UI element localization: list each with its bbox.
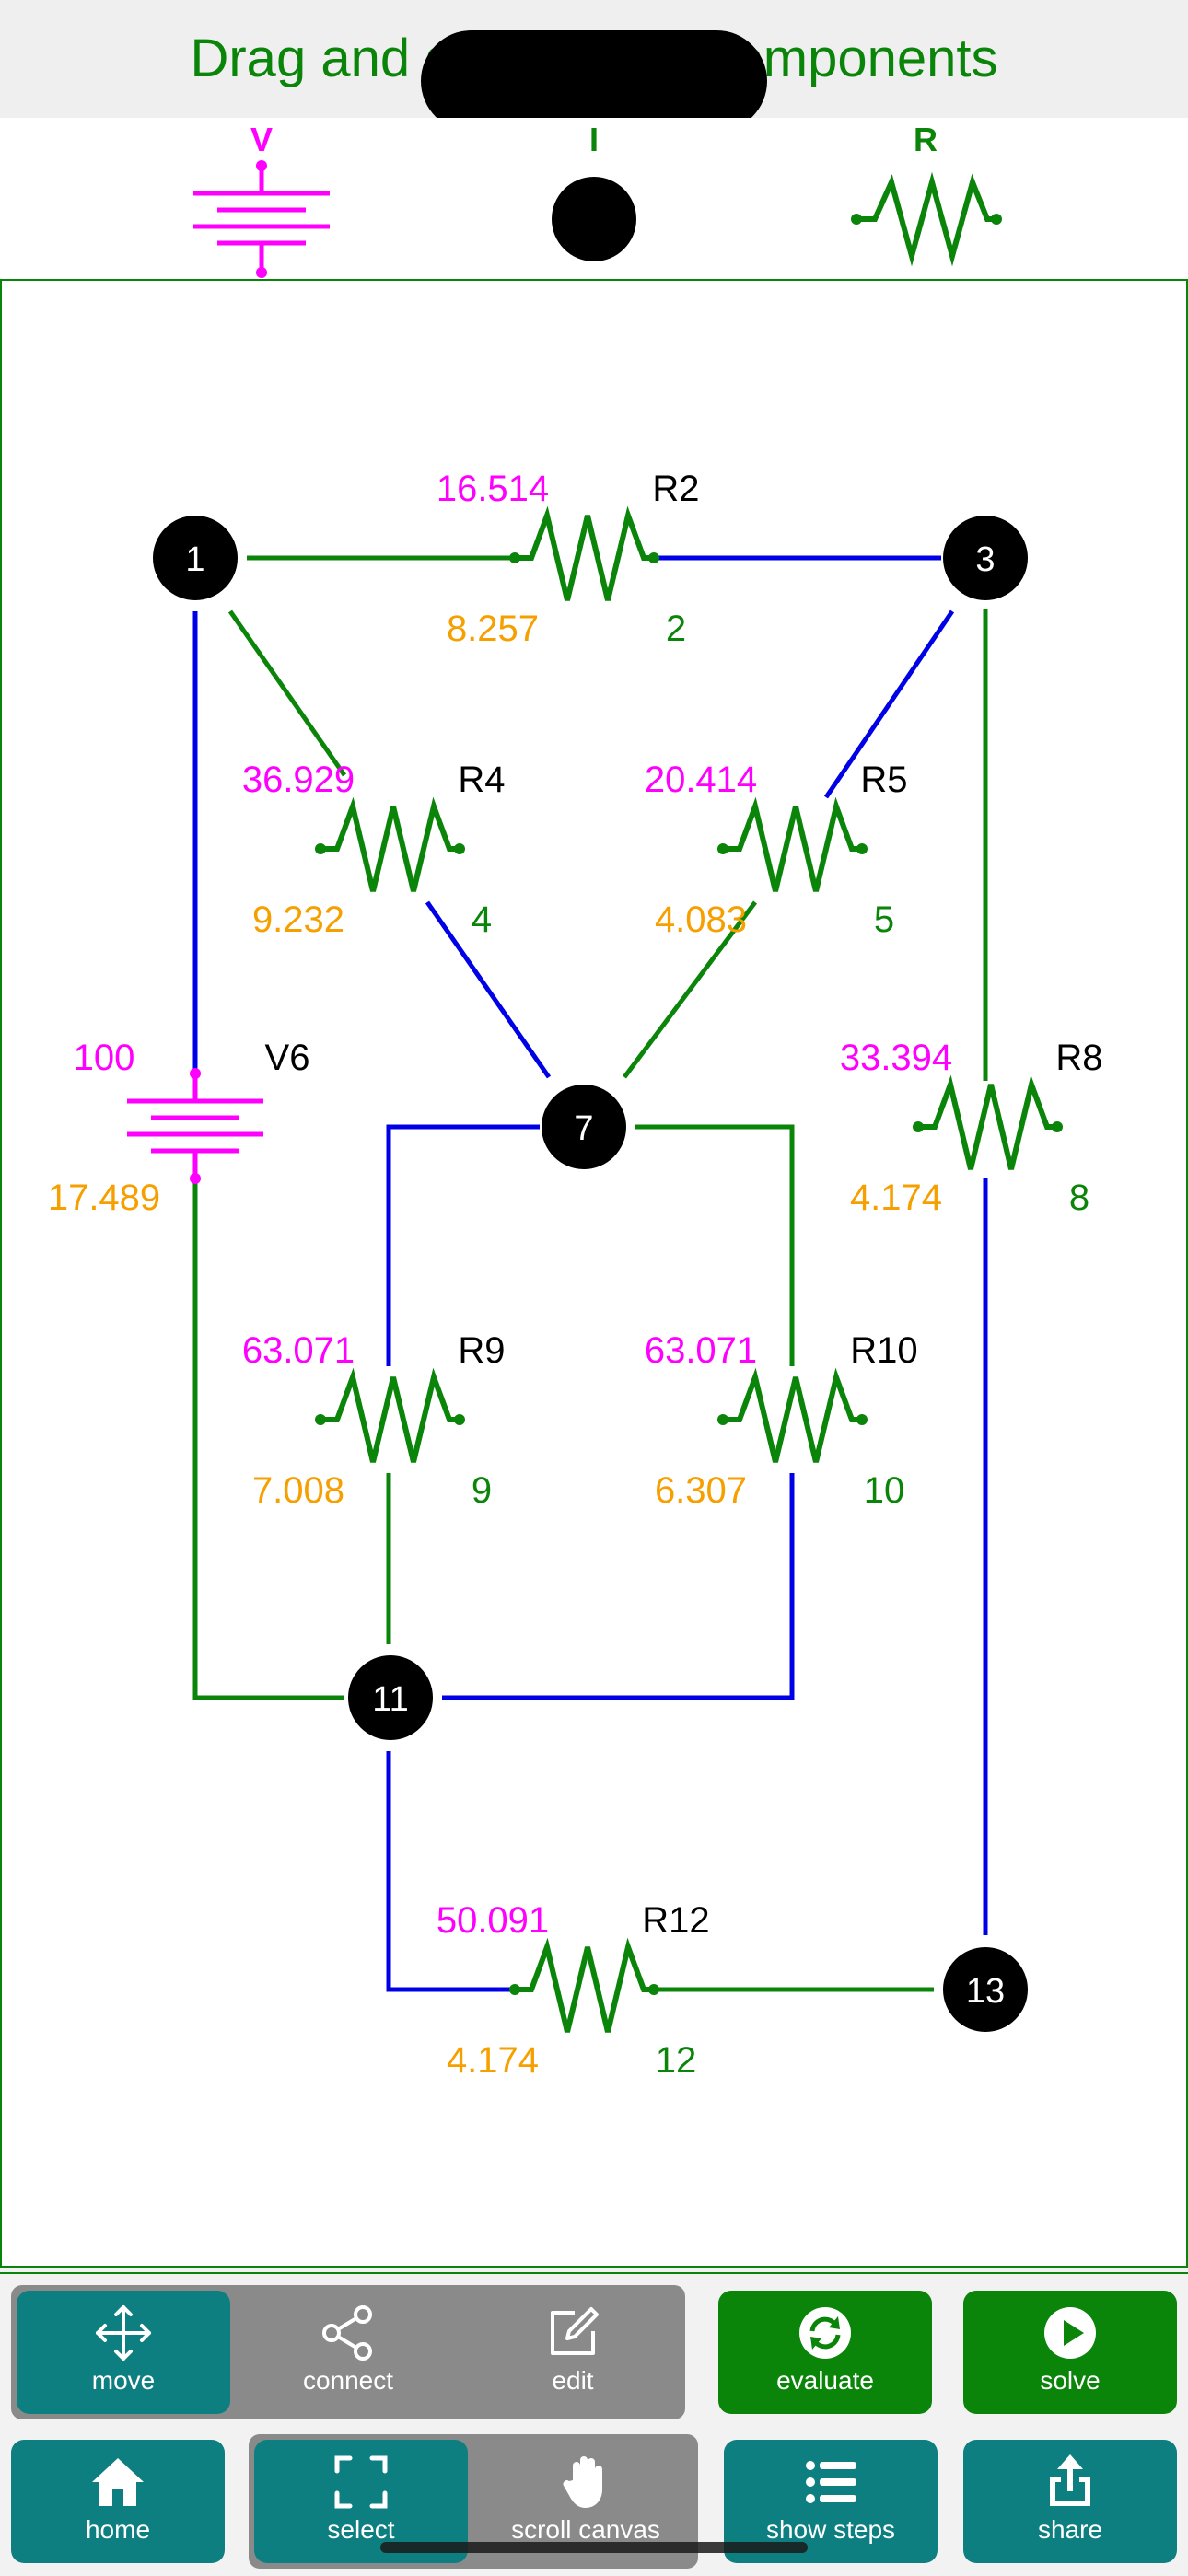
home-icon [86,2454,150,2510]
wires [192,555,988,1992]
share-icon [1038,2454,1102,2510]
list-icon [798,2454,863,2510]
home-indicator [380,2542,808,2553]
play-icon [1038,2305,1102,2361]
R2-name: R2 [652,469,699,509]
R8-bottom-value: 4.174 [850,1178,942,1218]
circuit-svg: 1 3 7 11 13 16.514 R2 [48,469,1103,2081]
R4-bottom-value: 9.232 [252,899,344,940]
resistor-R4[interactable] [315,796,465,892]
R9-id: 9 [472,1470,492,1511]
node-3-label: 3 [975,540,995,579]
R10-id: 10 [864,1470,905,1511]
resistor-R10[interactable] [717,1367,868,1463]
R2-top-value: 16.514 [437,469,549,509]
resistor-R9[interactable] [315,1367,465,1463]
edit-icon [541,2305,605,2361]
resistor-R12[interactable] [509,1937,659,2033]
R9-name: R9 [458,1330,505,1371]
palette-resistor-label: R [914,121,938,158]
home-button[interactable]: home [11,2440,225,2563]
node-13-label: 13 [966,1972,1005,2011]
component-labels: 16.514 R2 8.257 2 36.929 R4 9.232 4 20.4… [48,469,1103,2081]
hand-icon [553,2454,618,2510]
select-label: select [327,2515,395,2544]
R4-top-value: 36.929 [242,760,355,800]
R8-name: R8 [1055,1038,1102,1078]
node-7[interactable]: 7 [542,1085,626,1169]
node-3[interactable]: 3 [943,516,1028,600]
R10-bottom-value: 6.307 [655,1470,747,1511]
R9-bottom-value: 7.008 [252,1470,344,1511]
palette-voltage-label: V [250,121,273,158]
connect-label: connect [302,2366,394,2395]
R4-id: 4 [472,899,492,940]
R5-id: 5 [874,899,894,940]
node-11[interactable]: 11 [348,1655,433,1740]
share-label: share [1037,2515,1103,2544]
R12-bottom-value: 4.174 [447,2040,539,2081]
node-1[interactable]: 1 [153,516,238,600]
R10-name: R10 [850,1330,917,1371]
R12-id: 12 [656,2040,697,2081]
node-7-label: 7 [574,1109,593,1148]
V6-top-value: 100 [74,1038,135,1078]
V6-name: V6 [265,1038,310,1078]
resistor-R8[interactable] [913,1074,1063,1170]
R5-bottom-value: 4.083 [655,899,747,940]
evaluate-button[interactable]: evaluate [718,2291,932,2414]
edit-label: edit [552,2366,594,2395]
node-13[interactable]: 13 [943,1947,1028,2032]
R10-top-value: 63.071 [645,1330,757,1371]
palette-node[interactable]: I [552,121,636,261]
scroll-canvas-button[interactable]: scroll canvas [479,2440,693,2563]
resistor-R2[interactable] [509,505,659,601]
show-steps-label: show steps [765,2515,896,2544]
R8-top-value: 33.394 [840,1038,952,1078]
solve-label: solve [1040,2366,1101,2395]
component-palette: V I R [0,118,1188,279]
palette-node-label: I [589,121,599,158]
palette-resistor[interactable]: R [851,121,1002,267]
move-button[interactable]: move [17,2291,230,2414]
circuit-canvas[interactable]: 1 3 7 11 13 16.514 R2 [0,279,1188,2268]
R9-top-value: 63.071 [242,1330,355,1371]
dynamic-island [421,30,767,132]
V6-bottom-value: 17.489 [48,1178,160,1218]
share-button[interactable]: share [963,2440,1177,2563]
select-frame-icon [329,2454,393,2510]
resistor-R5[interactable] [717,796,868,892]
move-icon [91,2305,156,2361]
scroll-canvas-label: scroll canvas [511,2515,660,2544]
bottom-toolbar: move connect edit [0,2272,1188,2576]
R2-bottom-value: 8.257 [447,609,539,649]
palette-svg: V I R [193,121,1002,278]
evaluate-label: evaluate [776,2366,874,2395]
edit-button[interactable]: edit [466,2291,680,2414]
R12-top-value: 50.091 [437,1900,549,1941]
palette-voltage-source[interactable]: V [193,121,330,278]
move-label: move [91,2366,156,2395]
connect-button[interactable]: connect [241,2291,455,2414]
node-1-label: 1 [185,540,204,579]
R12-name: R12 [642,1900,709,1941]
share-nodes-icon [316,2305,380,2361]
solve-button[interactable]: solve [963,2291,1177,2414]
R5-name: R5 [860,760,907,800]
R8-id: 8 [1069,1178,1089,1218]
R4-name: R4 [458,760,505,800]
home-label: home [85,2515,151,2544]
R2-id: 2 [666,609,686,649]
voltage-source-V6[interactable] [127,1068,263,1184]
R5-top-value: 20.414 [645,760,757,800]
node-11-label: 11 [372,1680,408,1719]
refresh-icon [793,2305,857,2361]
